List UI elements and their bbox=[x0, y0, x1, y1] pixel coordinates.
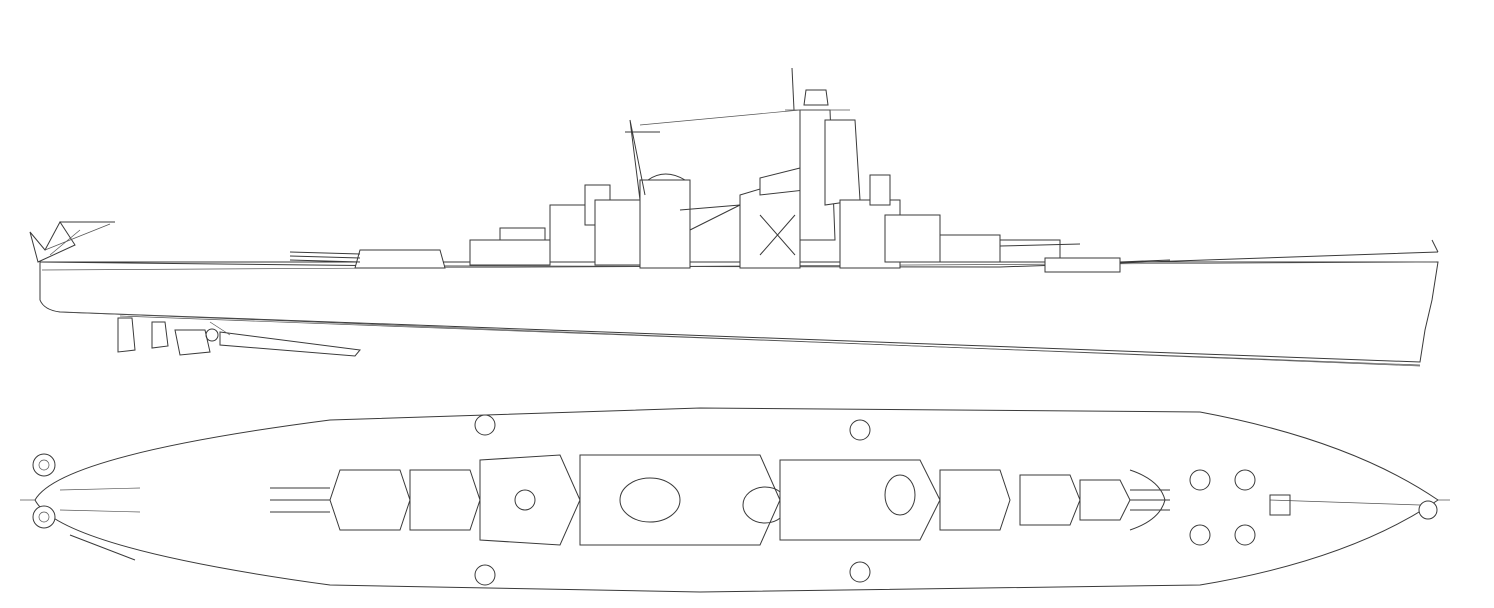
superstructure-profile bbox=[469, 67, 1001, 269]
turret-3-profile bbox=[289, 249, 446, 269]
turret-3-plan bbox=[270, 469, 411, 531]
profile-view bbox=[29, 67, 1439, 367]
stern-mounts bbox=[32, 453, 56, 529]
hull-profile bbox=[39, 261, 1439, 363]
aircraft-crane bbox=[29, 221, 115, 263]
turret-1-2-plan bbox=[1019, 469, 1170, 531]
superstructure-plan bbox=[409, 454, 1011, 546]
rudder-and-propellers bbox=[117, 317, 361, 357]
turret-1-2-profile bbox=[999, 239, 1171, 273]
secondary-mounts bbox=[474, 414, 1438, 586]
plan-view bbox=[20, 407, 1450, 593]
